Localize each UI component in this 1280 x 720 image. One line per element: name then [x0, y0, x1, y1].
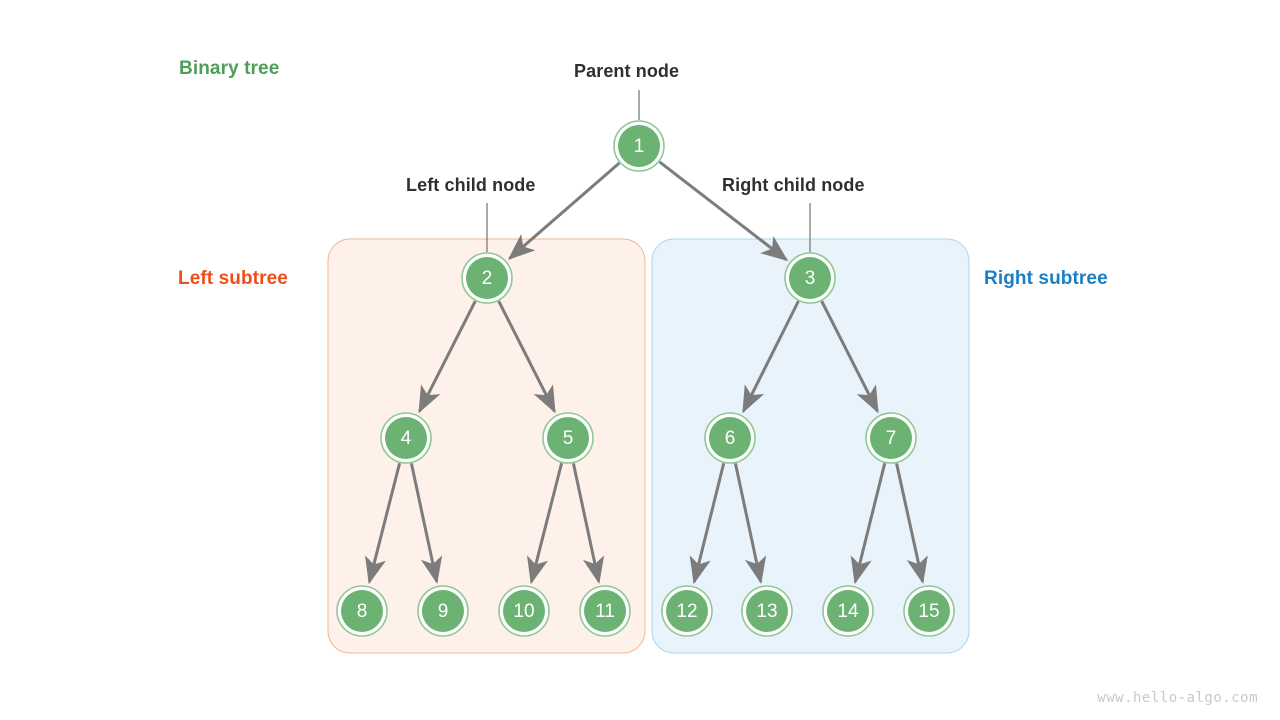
node-circle	[908, 590, 950, 632]
node-value-label: 7	[886, 428, 897, 449]
tree-node-9[interactable]: 9	[417, 585, 469, 637]
tree-edges	[364, 160, 928, 585]
node-value-label: 5	[563, 428, 574, 449]
tree-node-4[interactable]: 4	[380, 412, 432, 464]
tree-edge-n1-to-n2	[507, 161, 621, 260]
node-value-label: 11	[595, 601, 615, 622]
tree-node-3[interactable]: 3	[784, 252, 836, 304]
subtree-panels	[327, 238, 970, 654]
node-circle	[422, 590, 464, 632]
right-child-node-label: Right child node	[722, 175, 865, 195]
node-circle	[584, 590, 626, 632]
left-child-node-label: Left child node	[406, 175, 536, 195]
tree-edge-n6-to-n12	[689, 462, 726, 585]
tree-node-8[interactable]: 8	[336, 585, 388, 637]
tree-node-7[interactable]: 7	[865, 412, 917, 464]
callout-leader-lines	[486, 90, 811, 252]
tree-node-10[interactable]: 10	[498, 585, 550, 637]
node-value-label: 15	[918, 601, 939, 622]
node-value-label: 8	[357, 601, 368, 622]
tree-node-1[interactable]: 1	[613, 120, 665, 172]
node-circle	[666, 590, 708, 632]
node-circle	[341, 590, 383, 632]
node-circle	[789, 257, 831, 299]
tree-edge-n2-to-n4	[418, 300, 477, 414]
node-value-label: 2	[482, 268, 493, 289]
tree-edge-n3-to-n6	[742, 300, 800, 414]
node-value-label: 9	[438, 601, 449, 622]
tree-node-12[interactable]: 12	[661, 585, 713, 637]
node-value-label: 12	[676, 601, 697, 622]
tree-edge-n4-to-n8	[364, 462, 402, 585]
node-value-label: 6	[725, 428, 736, 449]
node-value-label: 14	[837, 601, 859, 622]
node-circle	[385, 417, 427, 459]
node-value-label: 1	[634, 136, 645, 157]
tree-node-11[interactable]: 11	[579, 585, 631, 637]
diagram-title: Binary tree	[179, 58, 280, 79]
tree-edge-n5-to-n11	[571, 463, 605, 585]
node-value-label: 10	[513, 601, 534, 622]
tree-node-15[interactable]: 15	[903, 585, 955, 637]
tree-node-2[interactable]: 2	[461, 252, 513, 304]
tree-node-6[interactable]: 6	[704, 412, 756, 464]
tree-node-14[interactable]: 14	[822, 585, 874, 637]
tree-edge-n7-to-n15	[895, 463, 928, 585]
tree-edge-n5-to-n10	[526, 462, 564, 585]
tree-edge-n3-to-n7	[820, 300, 879, 414]
tree-node-13[interactable]: 13	[741, 585, 793, 637]
tree-edge-n7-to-n14	[850, 462, 887, 585]
site-watermark: www.hello-algo.com	[1097, 690, 1258, 706]
node-circle	[503, 590, 545, 632]
right-subtree-label: Right subtree	[984, 268, 1108, 289]
tree-edge-n4-to-n9	[409, 463, 443, 585]
node-circle	[746, 590, 788, 632]
node-value-label: 13	[756, 601, 777, 622]
node-circle	[827, 590, 869, 632]
node-value-label: 3	[805, 268, 816, 289]
node-circle	[547, 417, 589, 459]
node-value-label: 4	[401, 428, 412, 449]
left-subtree-label: Left subtree	[178, 268, 288, 289]
parent-node-label: Parent node	[574, 61, 680, 81]
node-circle	[709, 417, 751, 459]
node-circle	[466, 257, 508, 299]
tree-edge-n1-to-n3	[658, 160, 789, 262]
tree-edge-n2-to-n5	[497, 300, 556, 414]
tree-edge-n6-to-n13	[733, 463, 767, 585]
tree-node-5[interactable]: 5	[542, 412, 594, 464]
node-circle	[870, 417, 912, 459]
node-circle	[618, 125, 660, 167]
